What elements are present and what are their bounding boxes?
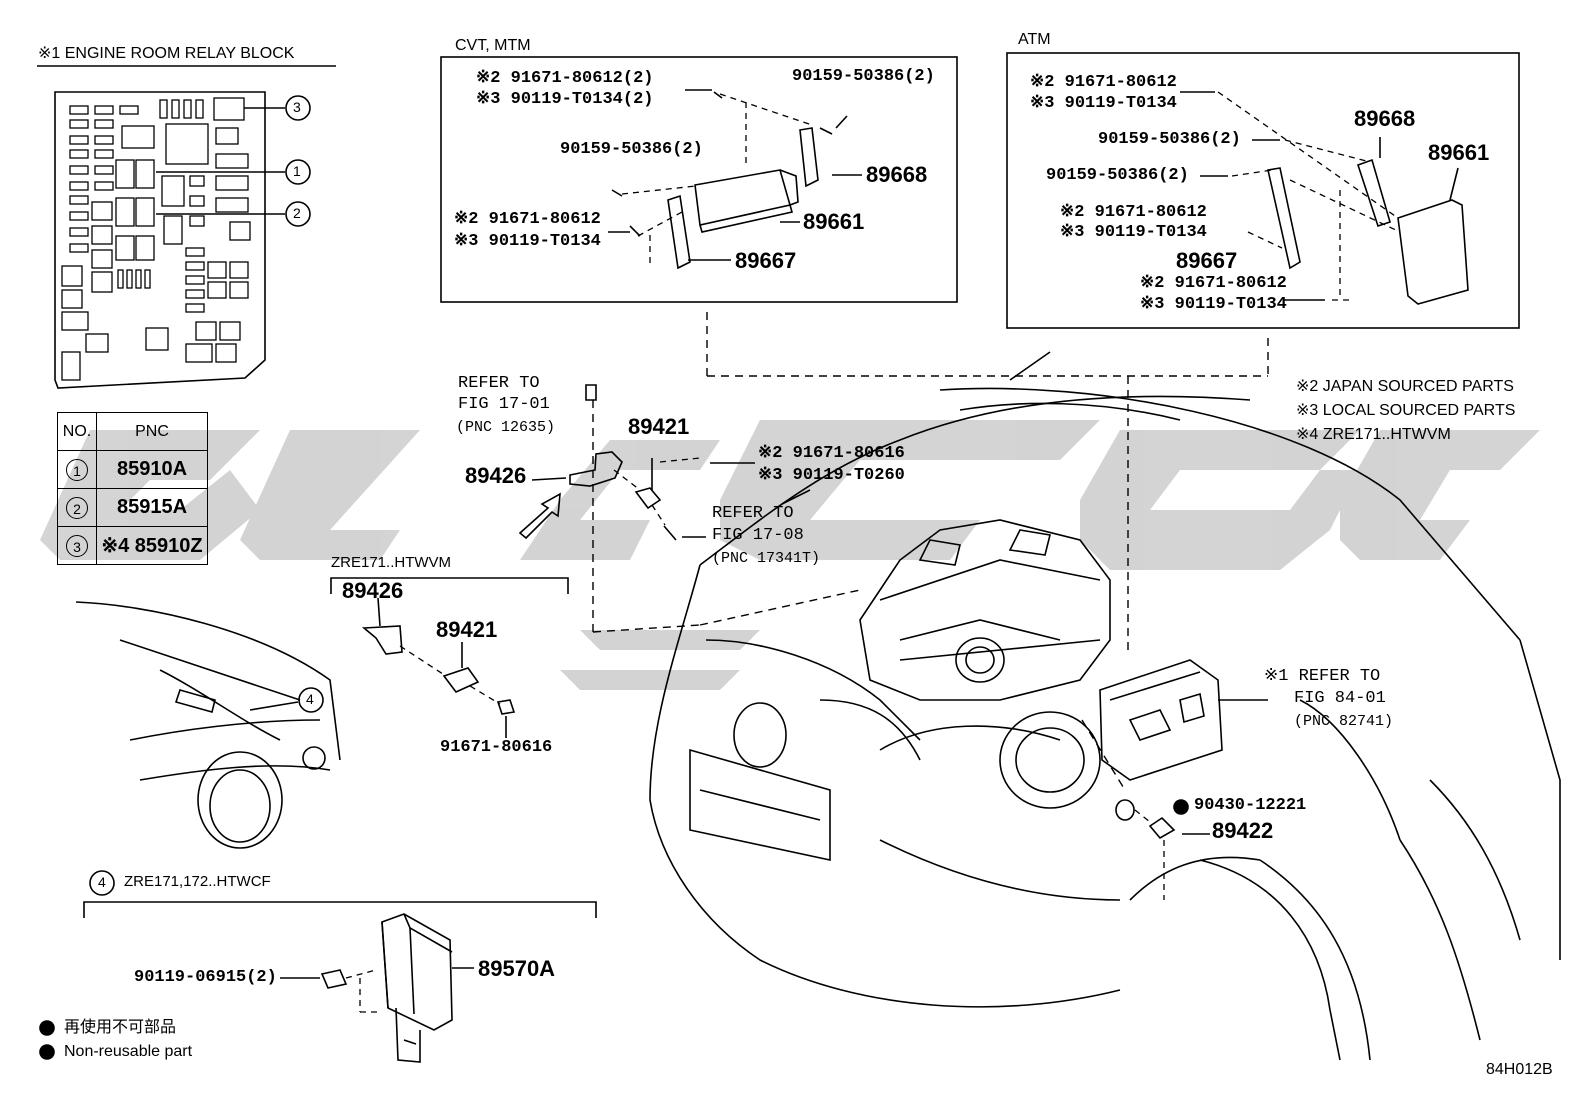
cvt-bolt-left: 90159-50386(2) xyxy=(560,140,703,159)
refer-c-line3: (PNC 82741) xyxy=(1294,713,1394,730)
front-car-engine-drawing xyxy=(649,351,1561,1061)
refer-b-line1: REFER TO xyxy=(712,504,794,523)
cvt-mid-a: ※2 91671-80612 xyxy=(454,210,601,229)
cvt-part-89667: 89667 xyxy=(735,248,797,273)
pnc-row-value: 85915A xyxy=(96,488,208,527)
pnc-row-value: 85910A xyxy=(96,450,208,489)
atm-part-89661: 89661 xyxy=(1428,140,1490,165)
legend-japanese: 再使用不可部品 xyxy=(64,1019,177,1036)
legend-non-reusable: Non-reusable part xyxy=(64,1043,193,1060)
gasket-part: 90430-12221 xyxy=(1194,796,1307,815)
car-rear-drawing xyxy=(75,601,341,849)
atm-bot-a: ※2 91671-80612 xyxy=(1140,274,1287,293)
pnc-row-no: 3 xyxy=(66,534,88,557)
cvt-top-a: ※2 91671-80612(2) xyxy=(476,69,654,88)
relay-block-title: ※1 ENGINE ROOM RELAY BLOCK xyxy=(38,45,295,62)
table-row: 3 ※4 85910Z xyxy=(57,526,208,565)
note-zre171: ※4 ZRE171..HTWVM xyxy=(1296,426,1451,443)
relay-block-drawing xyxy=(37,65,336,389)
pnc-header-no: NO. xyxy=(57,412,97,451)
note-local-sourced: ※3 LOCAL SOURCED PARTS xyxy=(1296,402,1516,419)
cvt-mid-b: ※3 90119-T0134 xyxy=(454,232,601,251)
atm-bot-b: ※3 90119-T0134 xyxy=(1140,295,1287,314)
refer-c-line1: ※1 REFER TO xyxy=(1264,667,1381,686)
refer-a-line2: FIG 17-01 xyxy=(458,395,550,414)
zre-bolt: 91671-80616 xyxy=(440,738,553,757)
table-row: 1 85910A xyxy=(57,450,208,489)
zre-box-title: ZRE171..HTWVM xyxy=(331,554,452,571)
atm-top-b: ※3 90119-T0134 xyxy=(1030,94,1177,113)
pnc-table: NO. PNC 1 85910A 2 85915A 3 ※4 85910Z xyxy=(57,412,208,565)
center-bolt-a: ※2 91671-80616 xyxy=(758,444,905,463)
htwcf-bolt: 90119-06915(2) xyxy=(134,968,277,987)
relay-callout-1: 1 xyxy=(293,163,301,179)
refer-b-line3: (PNC 17341T) xyxy=(712,550,821,567)
center-bolt-b: ※3 90119-T0260 xyxy=(758,466,905,485)
car-callout-4: 4 xyxy=(306,691,314,707)
relay-callout-3: 3 xyxy=(293,99,301,115)
htwcf-callout: 4 xyxy=(98,874,106,890)
htwcf-module-89570a: 89570A xyxy=(478,956,556,981)
table-row: 2 85915A xyxy=(57,488,208,527)
atm-bolt-1: 90159-50386(2) xyxy=(1098,130,1241,149)
refer-a-line1: REFER TO xyxy=(458,374,540,393)
atm-part-89668: 89668 xyxy=(1354,106,1416,131)
refer-c-line2: FIG 84-01 xyxy=(1294,689,1386,708)
part-89421: 89421 xyxy=(628,414,690,439)
atm-box-title: ATM xyxy=(1018,31,1051,48)
pnc-row-no: 1 xyxy=(66,458,88,481)
htwcf-box-drawing xyxy=(39,799,1189,1063)
atm-top-a: ※2 91671-80612 xyxy=(1030,73,1177,92)
cvt-top-b: ※3 90119-T0134(2) xyxy=(476,90,654,109)
pnc-row-value: ※4 85910Z xyxy=(96,526,208,565)
part-89422: 89422 xyxy=(1212,818,1274,843)
zre-part-89426: 89426 xyxy=(342,578,404,603)
center-parts xyxy=(518,384,811,541)
cvt-part-89668: 89668 xyxy=(866,162,928,187)
atm-part-89667: 89667 xyxy=(1176,248,1238,273)
zre-box-drawing xyxy=(330,577,569,738)
atm-mid-b: ※3 90119-T0134 xyxy=(1060,223,1207,242)
cvt-bolt-right: 90159-50386(2) xyxy=(792,67,935,86)
cvt-box-title: CVT, MTM xyxy=(455,37,531,54)
atm-bolt-2: 90159-50386(2) xyxy=(1046,166,1189,185)
relay-callout-2: 2 xyxy=(293,205,301,221)
zre-part-89421: 89421 xyxy=(436,617,498,642)
htwcf-box-title: ZRE171,172..HTWCF xyxy=(124,873,271,890)
pnc-header-pnc: PNC xyxy=(96,412,208,451)
refer-a-line3: (PNC 12635) xyxy=(456,419,556,436)
atm-mid-a: ※2 91671-80612 xyxy=(1060,203,1207,222)
cvt-part-89661: 89661 xyxy=(803,209,865,234)
pnc-row-no: 2 xyxy=(66,496,88,519)
transmission-boxes xyxy=(440,52,1520,329)
note-japan-sourced: ※2 JAPAN SOURCED PARTS xyxy=(1296,378,1514,395)
part-89426: 89426 xyxy=(465,463,527,488)
figure-code: 84H012B xyxy=(1486,1061,1553,1078)
refer-b-line2: FIG 17-08 xyxy=(712,526,804,545)
